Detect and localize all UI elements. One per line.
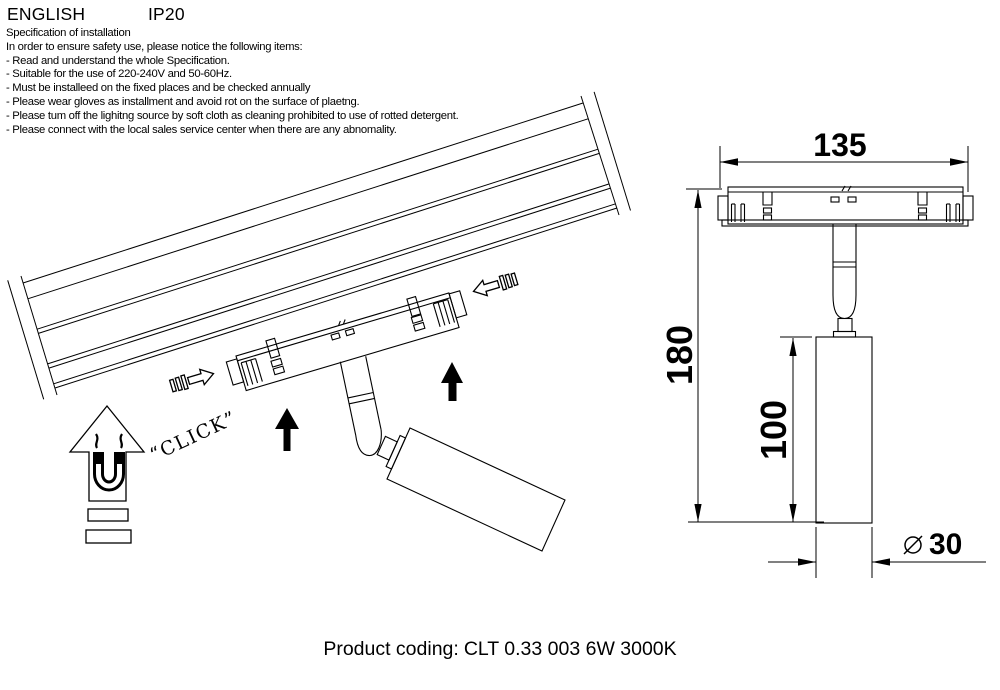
flux-line-icon bbox=[95, 433, 99, 449]
track-adapter bbox=[225, 290, 468, 392]
spec-item: - Must be installeed on the fixed places… bbox=[6, 82, 311, 95]
diameter-symbol bbox=[903, 535, 923, 555]
spotlight-body bbox=[339, 356, 566, 552]
adapter-side-view bbox=[717, 185, 974, 227]
motion-bar bbox=[87, 508, 129, 522]
slide-arrow-right-icon bbox=[472, 272, 519, 297]
dim-135-label: 135 bbox=[813, 127, 866, 163]
dim-body-100: 100 bbox=[753, 336, 812, 522]
click-label: “CLICK” bbox=[147, 407, 241, 466]
flux-line-icon bbox=[119, 433, 123, 449]
spec-item: - Please connect with the local sales se… bbox=[6, 123, 397, 136]
spec-item: - Read and understand the whole Specific… bbox=[6, 54, 230, 67]
dim-30-label: 30 bbox=[929, 528, 962, 561]
spec-item: - Please wear gloves as installment and … bbox=[6, 95, 360, 108]
product-coding-label: Product coding: bbox=[323, 638, 459, 660]
spec-item: - Please tum off the lighitng source by … bbox=[6, 109, 459, 122]
dim-height-180: 180 bbox=[659, 188, 824, 523]
up-arrow-icon bbox=[275, 408, 299, 451]
dim-diameter-30: 30 bbox=[768, 527, 986, 578]
spec-title: Specification of installation bbox=[6, 27, 131, 39]
spec-intro: In order to ensure safety use, please no… bbox=[6, 40, 303, 53]
product-coding: Product coding:CLT 0.33 003 6W 3000K bbox=[0, 638, 1000, 661]
slide-arrow-left-icon bbox=[168, 368, 215, 393]
dim-100-label: 100 bbox=[753, 400, 794, 460]
up-arrow-icon bbox=[441, 362, 463, 401]
lamp-cylinder-side bbox=[815, 336, 873, 524]
motion-bar bbox=[85, 529, 132, 544]
ip-rating-label: IP20 bbox=[148, 4, 185, 24]
magnet-arrow-icon bbox=[68, 404, 146, 544]
magnet-icon bbox=[93, 452, 125, 492]
spotlight-side-view bbox=[815, 224, 873, 524]
lamp-cylinder bbox=[386, 427, 566, 552]
language-label: ENGLISH bbox=[7, 4, 86, 24]
ceiling-track bbox=[7, 91, 631, 400]
dimension-drawing: 135 180 100 bbox=[659, 127, 986, 578]
specification-text: Specification of installation In order t… bbox=[6, 27, 459, 137]
product-coding-value: CLT 0.33 003 6W 3000K bbox=[463, 638, 677, 660]
dim-180-label: 180 bbox=[659, 325, 700, 385]
spec-item: - Suitable for the use of 220-240V and 5… bbox=[6, 68, 232, 81]
block-up-arrow bbox=[68, 404, 146, 502]
dim-width-135: 135 bbox=[719, 127, 969, 192]
